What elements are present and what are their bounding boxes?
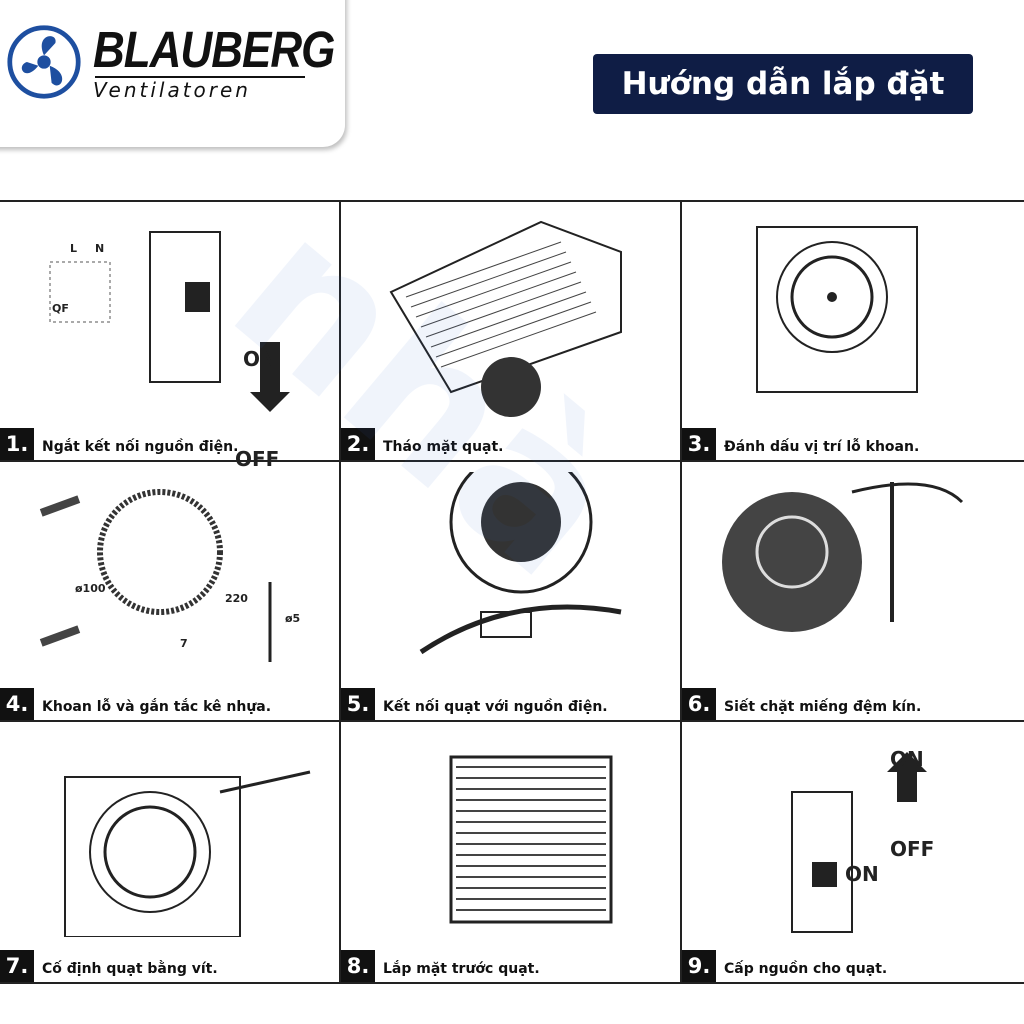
page-title: Hướng dẫn lắp đặt bbox=[593, 54, 973, 114]
step-panel-3: 3. Đánh dấu vị trí lỗ khoan. bbox=[682, 202, 1024, 462]
illustration-label: L bbox=[70, 242, 78, 255]
step-number: 3. bbox=[682, 428, 716, 460]
steps-grid: 1. Ngắt kết nối nguồn điện. L N QF OFF ON 2. … bbox=[0, 200, 1024, 984]
illustration-label: 7 bbox=[180, 637, 188, 650]
step-caption: Siết chặt miếng đệm kín. bbox=[724, 699, 922, 715]
step-caption: Ngắt kết nối nguồn điện. bbox=[42, 439, 239, 455]
step-illustration-7 bbox=[64, 770, 311, 937]
step-panel-8: 8. Lắp mặt trước quạt. bbox=[341, 722, 682, 982]
step-number: 5. bbox=[341, 688, 375, 720]
fan-logo-icon bbox=[7, 25, 81, 99]
step-caption: Cấp nguồn cho quạt. bbox=[724, 961, 888, 977]
step-illustration-8 bbox=[449, 755, 613, 924]
step-illustration-1 bbox=[49, 231, 290, 412]
step-caption: Đánh dấu vị trí lỗ khoan. bbox=[724, 439, 920, 455]
step-number: 2. bbox=[341, 428, 375, 460]
brand-name: BLAUBERG bbox=[93, 22, 335, 79]
step-panel-6: 6. Siết chặt miếng đệm kín. bbox=[682, 462, 1024, 722]
step-number: 8. bbox=[341, 950, 375, 982]
step-illustration-6 bbox=[722, 482, 964, 632]
step-panel-5: 5. Kết nối quạt với nguồn điện. bbox=[341, 462, 682, 722]
step-caption: Lắp mặt trước quạt. bbox=[383, 961, 540, 977]
illustration-label: 220 bbox=[225, 592, 248, 605]
step-illustration-4 bbox=[39, 489, 272, 662]
step-caption: Khoan lỗ và gắn tắc kê nhựa. bbox=[42, 699, 272, 715]
step-number: 9. bbox=[682, 950, 716, 982]
step-illustration-5 bbox=[419, 472, 622, 655]
step-caption: Cố định quạt bằng vít. bbox=[42, 961, 218, 977]
step-caption: Kết nối quạt với nguồn điện. bbox=[383, 699, 608, 715]
step-number: 7. bbox=[0, 950, 34, 982]
illustration-label: OFF bbox=[235, 447, 280, 471]
step-illustration-3 bbox=[756, 226, 918, 393]
step-panel-7: 7. Cố định quạt bằng vít. bbox=[0, 722, 341, 982]
logo-card: BLAUBERG Ventilatoren bbox=[0, 0, 345, 147]
illustration-label: ON bbox=[243, 347, 277, 371]
illustration-label: ON bbox=[890, 747, 924, 771]
brand-divider bbox=[95, 76, 305, 78]
illustration-label: QF bbox=[52, 302, 69, 315]
illustration-label: N bbox=[95, 242, 105, 255]
step-number: 1. bbox=[0, 428, 34, 460]
brand-subtitle: Ventilatoren bbox=[93, 78, 251, 102]
step-panel-2: 2. Tháo mặt quạt. bbox=[341, 202, 682, 462]
step-panel-4: 4. Khoan lỗ và gắn tắc kê nhựa. ø100 220 ø5… bbox=[0, 462, 341, 722]
step-number: 6. bbox=[682, 688, 716, 720]
step-number: 4. bbox=[0, 688, 34, 720]
illustration-label: OFF bbox=[890, 837, 935, 861]
step-caption: Tháo mặt quạt. bbox=[383, 439, 504, 455]
illustration-label: ø5 bbox=[285, 612, 301, 625]
step-panel-9: 9. Cấp nguồn cho quạt. ON OFF ON bbox=[682, 722, 1024, 982]
step-illustration-9 bbox=[791, 752, 927, 933]
illustration-label: ON bbox=[845, 862, 879, 886]
step-illustration-2 bbox=[389, 220, 622, 417]
step-panel-1: 1. Ngắt kết nối nguồn điện. L N QF OFF ON bbox=[0, 202, 341, 471]
illustration-label: ø100 bbox=[75, 582, 106, 595]
